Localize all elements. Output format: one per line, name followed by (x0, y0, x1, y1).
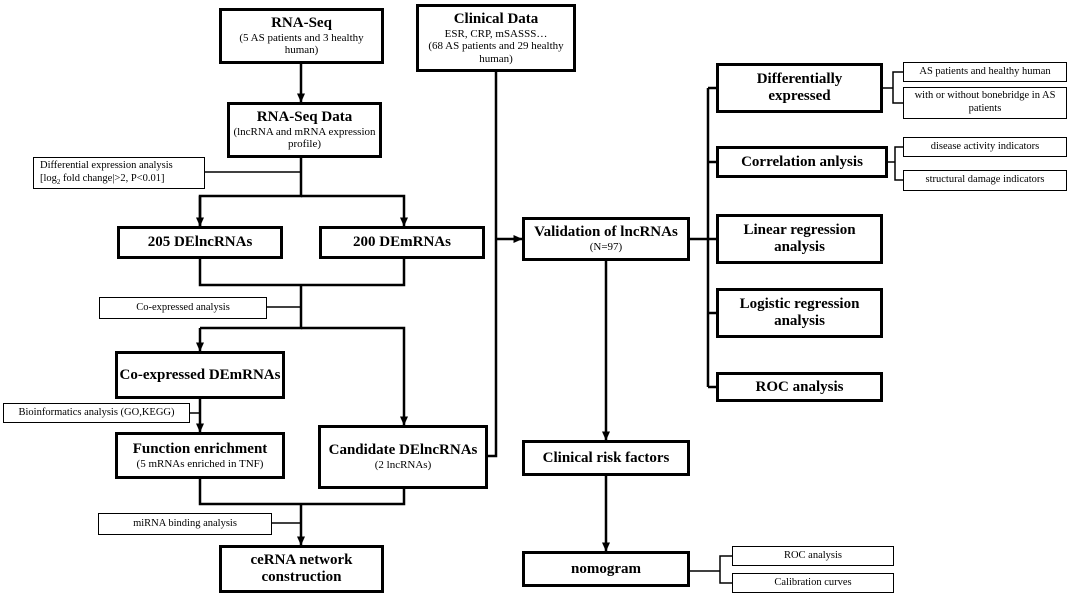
line-nomogram-sub (690, 555, 732, 584)
function-enrichment-sub: (5 mRNAs enriched in TNF) (136, 457, 264, 470)
demrnas-title: 200 DEmRNAs (353, 234, 451, 251)
linear-regression-title: Linear regression analysis (743, 222, 856, 255)
rnaseq-title: RNA-Seq (271, 15, 332, 32)
mirna-binding-box: miRNA binding analysis (98, 513, 272, 535)
cerna-network-title: ceRNA network construction (250, 552, 353, 585)
rnaseq-data-box: RNA-Seq Data (lncRNA and mRNA expression… (227, 102, 382, 158)
function-enrichment-title: Function enrichment (132, 440, 268, 457)
arrow-to-candidate (301, 326, 408, 426)
line-corr-sub (888, 146, 903, 181)
calibration-box: Calibration curves (732, 573, 894, 593)
validation-sub: (N=97) (589, 241, 623, 254)
logistic-regression-title: Logistic regression analysis (739, 296, 860, 329)
linear-regression-box: Linear regression analysis (716, 214, 883, 264)
structural-damage-box: structural damage indicators (903, 170, 1067, 191)
arrow-to-dem (301, 194, 408, 227)
validation-box: Validation of lncRNAs (N=97) (522, 217, 690, 261)
candidate-delncrnas-box: Candidate DElncRNAs (2 lncRNAs) (318, 425, 488, 489)
disease-activity-box: disease activity indicators (903, 137, 1067, 157)
calibration-label: Calibration curves (774, 576, 852, 588)
clinical-title: Clinical Data (453, 11, 539, 28)
validation-title: Validation of lncRNAs (534, 224, 678, 241)
line-merge (198, 259, 406, 287)
coexp-analysis-label: Co-expressed analysis (136, 301, 230, 313)
coexp-analysis-box: Co-expressed analysis (99, 297, 267, 319)
line-data-split (198, 158, 303, 226)
mirna-binding-label: miRNA binding analysis (133, 517, 237, 529)
clinical-risk-box: Clinical risk factors (522, 440, 690, 476)
diff-analysis-line2: [log2 fold change|>2, P<0.01] (40, 172, 165, 186)
clinical-sub2: (68 AS patients and 29 healthy human) (428, 40, 564, 65)
line-clinical-down (488, 72, 498, 458)
rnaseq-box: RNA-Seq (5 AS patients and 3 healthy hum… (219, 8, 384, 64)
coexp-demrnas-box: Co-expressed DEmRNAs (115, 351, 285, 399)
function-enrichment-box: Function enrichment (5 mRNAs enriched in… (115, 432, 285, 479)
delncrnas-title: 205 DElncRNAs (147, 234, 253, 251)
nomogram-box: nomogram (522, 551, 690, 587)
nomogram-roc-box: ROC analysis (732, 546, 894, 566)
bonebridge-box: with or without bonebridge in AS patient… (903, 87, 1067, 119)
candidate-sub: (2 lncRNAs) (374, 459, 432, 472)
clinical-risk-title: Clinical risk factors (542, 449, 670, 466)
nomogram-title: nomogram (571, 560, 641, 577)
diff-expressed-title: Differentially expressed (756, 71, 843, 104)
as-healthy-box: AS patients and healthy human (903, 62, 1067, 82)
bioinfo-label: Bioinformatics analysis (GO,KEGG) (18, 406, 175, 418)
nomogram-roc-label: ROC analysis (783, 549, 843, 561)
rnaseq-data-title: RNA-Seq Data (256, 109, 353, 126)
diff-expressed-box: Differentially expressed (716, 63, 883, 113)
rnaseq-data-sub: (lncRNA and mRNA expression profile) (233, 126, 376, 151)
clinical-data-box: Clinical Data ESR, CRP, mSASSS… (68 AS p… (416, 4, 576, 72)
candidate-title: Candidate DElncRNAs (328, 442, 478, 459)
diff-analysis-line1: Differential expression analysis (40, 159, 173, 171)
bioinfo-box: Bioinformatics analysis (GO,KEGG) (3, 403, 190, 423)
line-diffexp-sub (883, 71, 903, 104)
bonebridge-label: with or without bonebridge in AS patient… (914, 90, 1056, 114)
correlation-box: Correlation anlysis (716, 146, 888, 178)
as-healthy-label: AS patients and healthy human (919, 65, 1051, 77)
rnaseq-sub: (5 AS patients and 3 healthy human) (239, 32, 364, 57)
diff-analysis-box: Differential expression analysis [log2 f… (33, 157, 205, 189)
delncrnas-box: 205 DElncRNAs (117, 226, 283, 259)
cerna-network-box: ceRNA network construction (219, 545, 384, 593)
demrnas-box: 200 DEmRNAs (319, 226, 485, 259)
roc-analysis-box: ROC analysis (716, 372, 883, 402)
roc-analysis-title: ROC analysis (755, 378, 844, 395)
logistic-regression-box: Logistic regression analysis (716, 288, 883, 338)
structural-damage-label: structural damage indicators (925, 174, 1045, 186)
coexp-demrnas-title: Co-expressed DEmRNAs (119, 366, 281, 383)
clinical-sub1: ESR, CRP, mSASSS… (444, 27, 548, 40)
correlation-title: Correlation anlysis (741, 153, 863, 170)
disease-activity-label: disease activity indicators (930, 140, 1040, 152)
